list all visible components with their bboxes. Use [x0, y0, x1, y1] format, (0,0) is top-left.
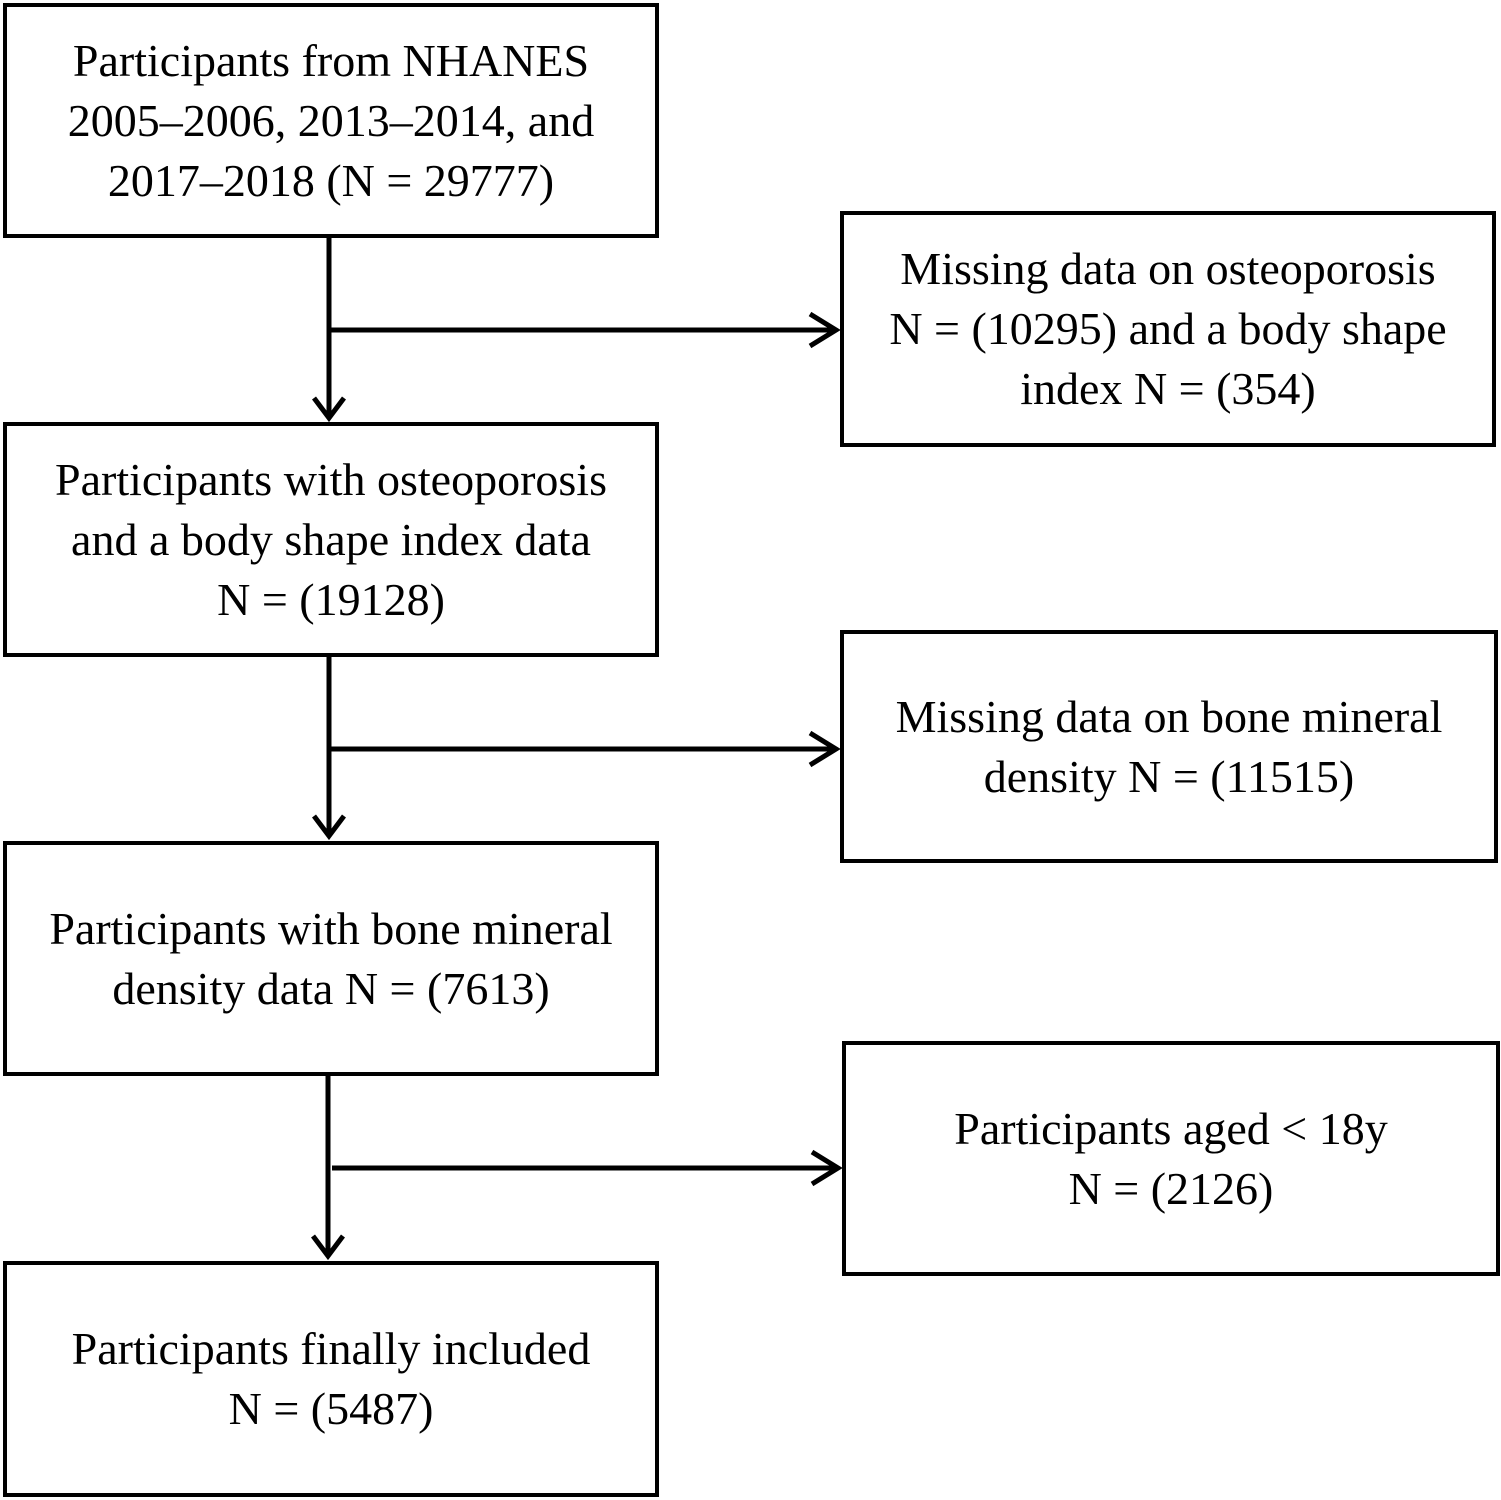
- step-box-bone-mineral-density-data: Participants with bone mineral density d…: [3, 841, 659, 1076]
- step-box-osteoporosis-absi-data: Participants with osteoporosis and a bod…: [3, 422, 659, 657]
- right-arrowhead-2: [808, 730, 841, 768]
- step-text-osteoporosis-absi-data: Participants with osteoporosis and a bod…: [55, 453, 607, 625]
- right-arrowhead-3: [810, 1149, 843, 1187]
- down-arrowhead-1: [312, 396, 346, 423]
- exclusion-box-missing-osteoporosis-absi: Missing data on osteoporosis N = (10295)…: [840, 211, 1496, 447]
- step-text-final-included: Participants finally included N = (5487): [71, 1323, 591, 1434]
- exclusion-box-missing-bmd: Missing data on bone mineral density N =…: [840, 630, 1498, 863]
- step-box-initial-participants: Participants from NHANES 2005–2006, 2013…: [3, 3, 659, 238]
- down-arrowhead-3: [311, 1234, 345, 1261]
- exclusion-text-missing-osteoporosis-absi: Missing data on osteoporosis N = (10295)…: [889, 243, 1447, 414]
- down-arrowhead-2: [312, 814, 346, 841]
- step-text-bone-mineral-density-data: Participants with bone mineral density d…: [49, 902, 613, 1014]
- exclusion-box-aged-under-18: Participants aged < 18y N = (2126): [842, 1041, 1500, 1276]
- exclusion-text-missing-bmd: Missing data on bone mineral density N =…: [895, 690, 1443, 802]
- step-box-final-included: Participants finally included N = (5487): [3, 1261, 659, 1497]
- step-text-initial-participants: Participants from NHANES 2005–2006, 2013…: [67, 34, 595, 206]
- exclusion-text-aged-under-18: Participants aged < 18y N = (2126): [954, 1102, 1388, 1214]
- right-arrowhead-1: [808, 311, 841, 349]
